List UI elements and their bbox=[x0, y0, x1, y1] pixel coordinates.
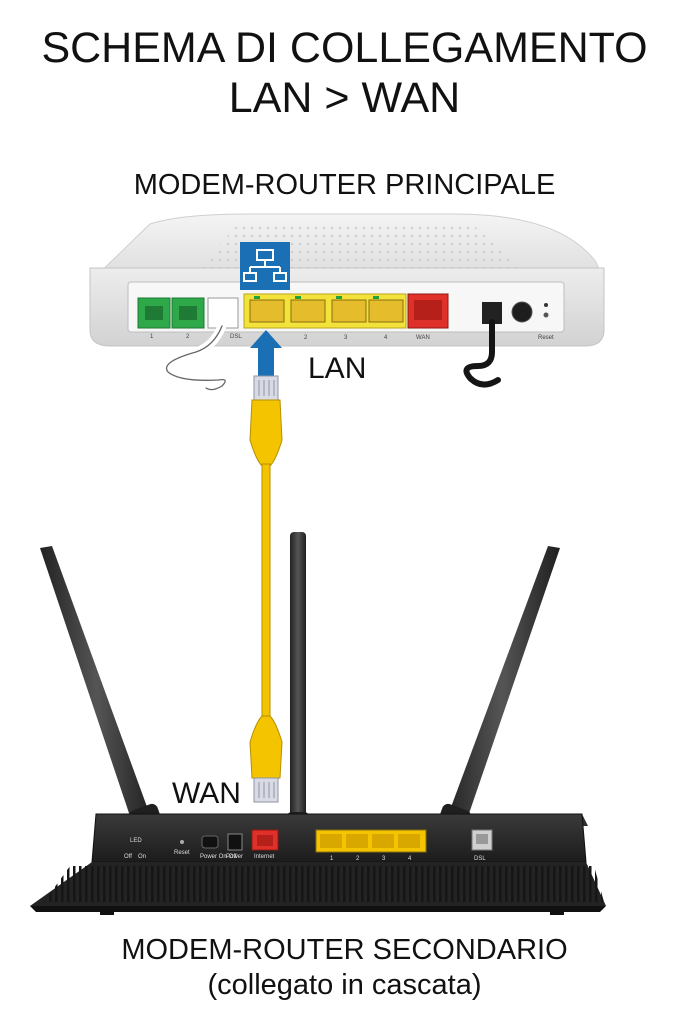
power-cable bbox=[463, 319, 501, 388]
lan-port-4-label: 4 bbox=[384, 335, 388, 341]
secondary-router-sublabel: (collegato in cascata) bbox=[207, 969, 482, 1001]
lan4-secondary-label: 4 bbox=[408, 856, 412, 862]
lan-port-tag: LAN bbox=[308, 352, 367, 385]
antenna-icon bbox=[286, 532, 310, 858]
primary-router: 1 2 DSL 2 3 4 WAN Reset bbox=[88, 213, 605, 395]
wan-port-primary-label: WAN bbox=[416, 335, 430, 341]
lan-port-2-label: 2 bbox=[304, 335, 308, 341]
wan-port-tag: WAN bbox=[172, 777, 241, 810]
antenna-icon bbox=[40, 546, 169, 853]
led-label: LED bbox=[130, 838, 142, 844]
lan-ports bbox=[249, 296, 404, 323]
arrow-up-icon bbox=[250, 330, 282, 376]
network-icon bbox=[240, 242, 290, 290]
lan-port-3-label: 3 bbox=[344, 335, 348, 341]
dsl-cable bbox=[166, 325, 226, 391]
lan1-secondary-label: 1 bbox=[330, 856, 334, 862]
primary-router-label: MODEM-ROUTER PRINCIPALE bbox=[133, 169, 556, 201]
dsl-secondary-label: DSL bbox=[474, 856, 486, 862]
reset-secondary-label: Reset bbox=[174, 850, 190, 856]
lan2-secondary-label: 2 bbox=[356, 856, 360, 862]
power-button bbox=[511, 301, 533, 323]
secondary-router: LED Off On Reset Power On-Off Power Inte… bbox=[30, 532, 606, 915]
reset-label: Reset bbox=[538, 335, 554, 341]
power-jack bbox=[482, 302, 502, 324]
secondary-router-label: MODEM-ROUTER SECONDARIO bbox=[121, 934, 568, 966]
internet-port-label: Internet bbox=[254, 854, 275, 860]
diagram-title-line1: SCHEMA DI COLLEGAMENTO bbox=[41, 24, 648, 72]
power-jack-secondary bbox=[227, 833, 243, 851]
diagram-title-line2: LAN > WAN bbox=[228, 74, 461, 122]
ethernet-cable bbox=[249, 375, 283, 803]
power-switch bbox=[201, 835, 219, 849]
antenna-icon bbox=[431, 546, 560, 853]
power-switch-label: Power On-Off bbox=[200, 854, 237, 860]
dsl-port-label: DSL bbox=[230, 334, 242, 340]
led-off-label: Off bbox=[124, 854, 132, 860]
phone-port-1-label: 1 bbox=[150, 334, 154, 340]
power-secondary-label: Power bbox=[226, 854, 243, 860]
phone-ports: 1 2 bbox=[137, 297, 205, 340]
lan3-secondary-label: 3 bbox=[382, 856, 386, 862]
phone-port-2-label: 2 bbox=[186, 334, 190, 340]
led-on-label: On bbox=[138, 854, 146, 860]
